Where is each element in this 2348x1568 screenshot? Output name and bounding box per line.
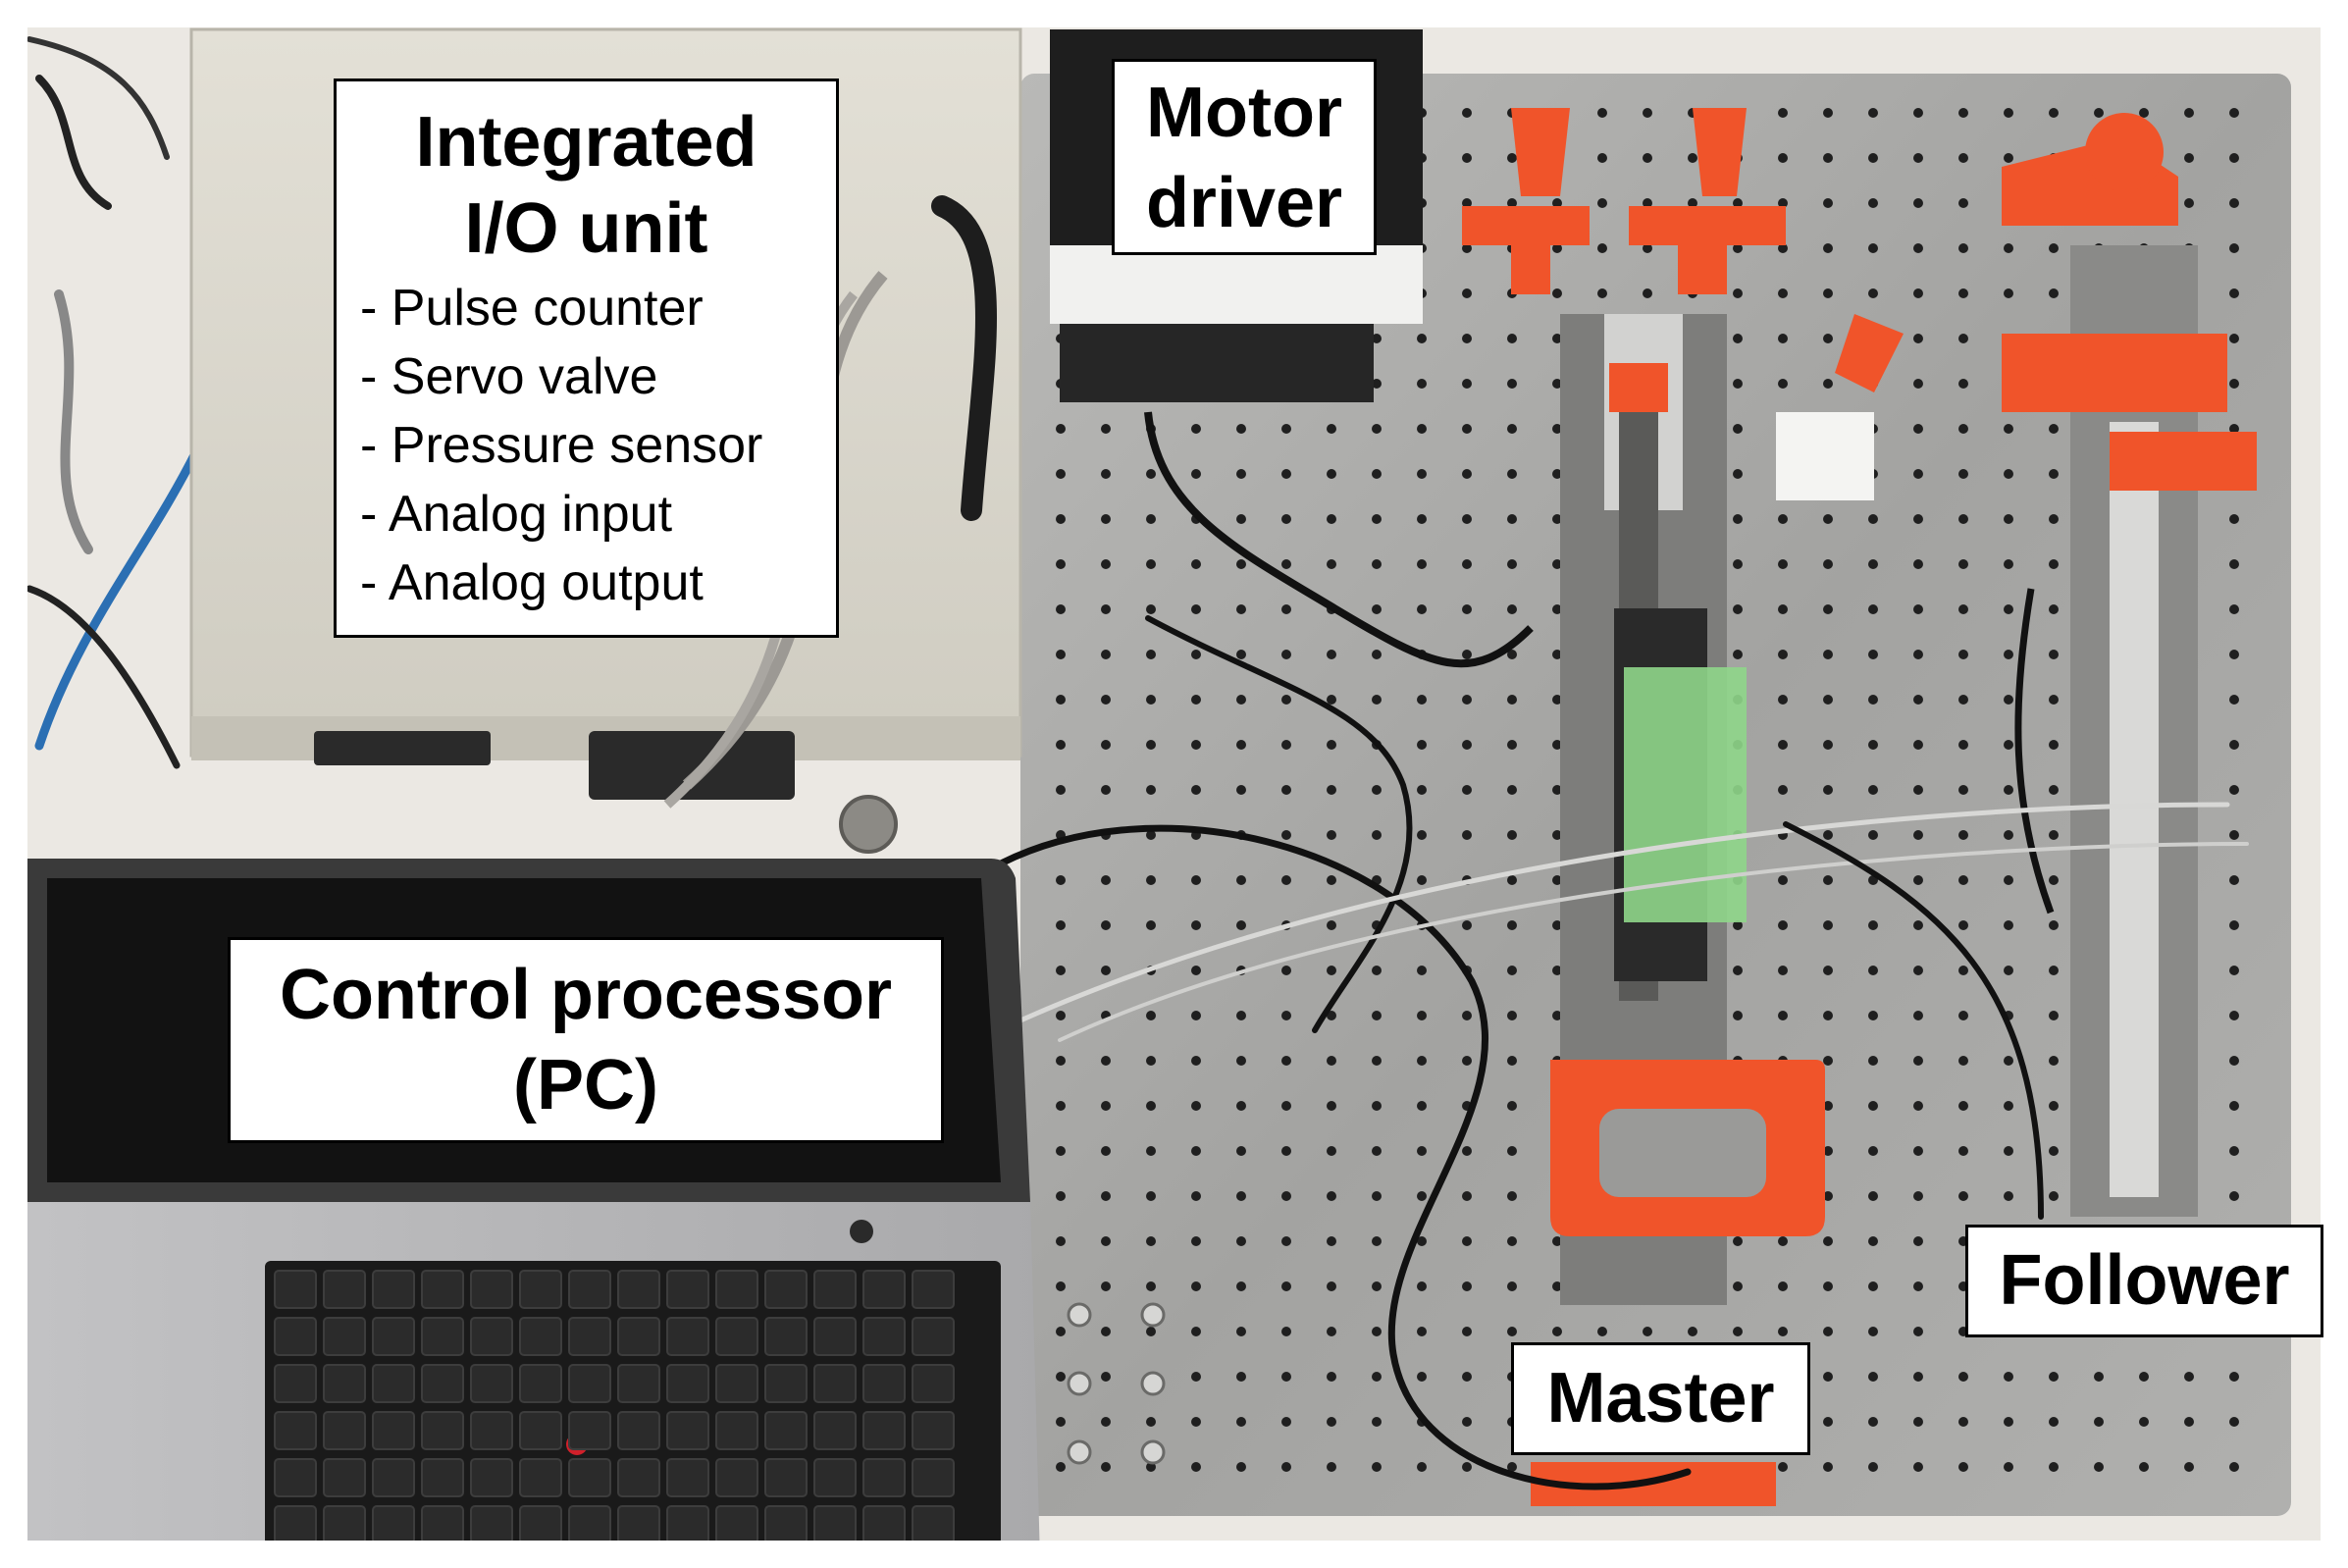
- motor-driver-line1: Motor: [1146, 74, 1342, 152]
- master-text: Master: [1546, 1359, 1775, 1437]
- io-unit-item: - Analog input: [360, 486, 673, 543]
- io-unit-item: - Analog output: [360, 554, 704, 611]
- keyboard-keys: [274, 1270, 955, 1544]
- master-device: [1531, 314, 1825, 1506]
- follower-device: [2002, 113, 2257, 1217]
- plate-cables: [997, 615, 2249, 1490]
- control-processor-label: Control processor (PC): [228, 937, 944, 1143]
- mounting-screws: [1067, 1302, 1166, 1465]
- master-label: Master: [1511, 1342, 1810, 1455]
- follower-label: Follower: [1965, 1225, 2323, 1337]
- control-processor-line1: Control processor: [279, 956, 893, 1034]
- follower-text: Follower: [1999, 1241, 2290, 1320]
- io-unit-label: Integrated I/O unit - Pulse counter - Se…: [334, 78, 839, 638]
- motor-driver-label: Motor driver: [1112, 59, 1377, 255]
- io-unit-item: - Pulse counter: [360, 280, 704, 337]
- motor-driver-line2: driver: [1145, 164, 1343, 242]
- orange-clamps: [1462, 108, 1904, 500]
- io-unit-title-line2: I/O unit: [464, 189, 708, 268]
- io-unit-title-line1: Integrated: [415, 103, 757, 182]
- io-unit-item: - Pressure sensor: [360, 417, 763, 474]
- control-processor-line2: (PC): [513, 1046, 658, 1124]
- io-unit-item: - Servo valve: [360, 348, 658, 405]
